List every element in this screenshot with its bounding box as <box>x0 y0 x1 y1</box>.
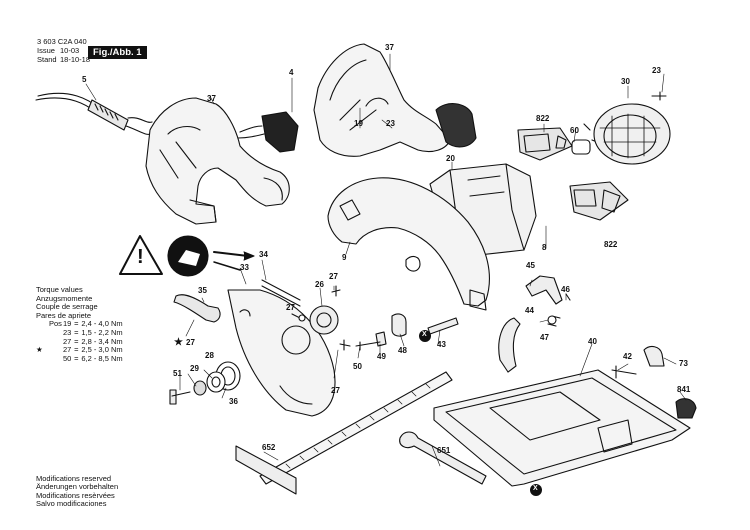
part-label-36: 36 <box>229 397 238 406</box>
part-label-34: 34 <box>259 250 268 259</box>
footer-line: Salvo modificaciones <box>36 499 107 509</box>
pin-43 <box>427 317 459 335</box>
washer-29 <box>193 380 207 396</box>
leader-lines <box>85 53 687 467</box>
screw-27b <box>339 339 351 351</box>
part-label-30: 30 <box>621 77 630 86</box>
depth-bracket <box>498 317 521 373</box>
part-label-44: 44 <box>525 306 534 315</box>
part-label-20: 20 <box>446 154 455 163</box>
wrench <box>399 431 487 485</box>
part-label-822: 822 <box>536 114 550 123</box>
footer-line: Modifications reserved <box>36 474 112 483</box>
part-label-5: 5 <box>82 75 87 84</box>
part-label-19: 19 <box>354 119 363 128</box>
footer-notes: Modifications reserved Änderungen vorbeh… <box>36 474 119 509</box>
part-label-27: 27 <box>331 386 340 395</box>
part-label-37: 37 <box>385 43 394 52</box>
footer-line: Modifications resèrvées <box>36 490 115 500</box>
screw-27a <box>331 285 341 297</box>
washer-28 <box>206 371 226 393</box>
part-label-23: 23 <box>386 119 395 128</box>
switch <box>261 111 299 153</box>
end-shield <box>593 103 671 165</box>
part-label-40: 40 <box>588 337 597 346</box>
part-label-4: 4 <box>289 68 294 77</box>
part-label-29: 29 <box>190 364 199 373</box>
torque-row: 50=6,2 - 8,5 Nm <box>63 353 123 363</box>
issue-value: 10-03 <box>60 46 80 55</box>
handle-housing-right <box>313 43 451 157</box>
part-label-42: 42 <box>623 352 632 361</box>
part-label-27: 27 <box>286 303 295 312</box>
torque-title-line: Couple de serrage <box>36 302 98 312</box>
brush-holder-upper <box>517 127 573 161</box>
part-label-73: 73 <box>679 359 688 368</box>
stand-label: Stand <box>37 55 57 64</box>
part-label-822: 822 <box>604 240 618 249</box>
part-label-50: 50 <box>353 362 362 371</box>
warning-exclamation: ! <box>137 246 144 268</box>
blade-guard <box>327 177 490 307</box>
torque-row: Pos19=2,4 - 4,0 Nm <box>49 319 123 329</box>
stand-value: 18-10-18 <box>60 55 91 64</box>
torque-row: ★27=2,5 - 3,0 Nm <box>36 345 123 355</box>
part-label-26: 26 <box>315 280 324 289</box>
part-label-27: 27 <box>186 338 195 347</box>
part-label-33: 33 <box>240 263 249 272</box>
part-label-48: 48 <box>398 346 407 355</box>
issue-label: Issue <box>37 46 55 55</box>
lever-45 <box>525 275 563 305</box>
footer-line: Änderungen vorbehalten <box>36 482 119 492</box>
flange <box>309 305 339 335</box>
parallel-guide <box>259 371 453 485</box>
part-label-37: 37 <box>207 94 216 103</box>
washer-49 <box>375 331 387 347</box>
lower-guard <box>227 289 336 417</box>
part-label-27: 27 <box>329 272 338 281</box>
bushing-48 <box>391 313 407 337</box>
screw-42 <box>611 365 637 379</box>
bearing-60 <box>571 139 591 155</box>
part-label-60: 60 <box>570 126 579 135</box>
x-marker-label: X <box>533 485 538 492</box>
wing-nut-73 <box>643 345 665 367</box>
handle-grip <box>435 103 477 148</box>
part-label-28: 28 <box>205 351 214 360</box>
torque-title-line: Anzugsmomente <box>36 293 93 303</box>
part-label-841: 841 <box>677 385 691 394</box>
torque-row: 27=2,8 - 3,4 Nm <box>63 336 123 346</box>
part-label-43: 43 <box>437 340 446 349</box>
doc-number: 3 603 C2A 040 <box>37 37 87 46</box>
part-label-652: 652 <box>262 443 276 452</box>
part-label-45: 45 <box>526 261 535 270</box>
knob-841 <box>675 398 697 419</box>
lever-35 <box>173 294 221 323</box>
part-label-8: 8 <box>542 243 547 252</box>
power-cord <box>37 92 99 109</box>
torque-title-line: Pares de apriete <box>36 310 92 320</box>
torque-title-line: Torque values <box>36 285 83 294</box>
torque-row: 23=1,5 - 2,2 Nm <box>63 327 123 337</box>
bolt-51 <box>169 389 191 405</box>
spring-34 <box>261 279 301 307</box>
part-label-51: 51 <box>173 369 182 378</box>
part-label-49: 49 <box>377 352 386 361</box>
warning-icon <box>119 235 163 275</box>
x-marker-label: X <box>422 331 427 338</box>
star-marker: ★ <box>174 337 183 348</box>
x-marker-icon <box>530 484 542 496</box>
part-label-47: 47 <box>540 333 549 342</box>
part-label-651: 651 <box>437 446 451 455</box>
figure-label: Fig./Abb. 1 <box>88 46 147 59</box>
part-label-46: 46 <box>561 285 570 294</box>
part-label-9: 9 <box>342 253 347 262</box>
part-label-23: 23 <box>652 66 661 75</box>
torque-legend: Torque values Anzugsmomente Couple de se… <box>36 285 123 363</box>
brush-holder-lower <box>569 181 629 221</box>
x-marker-icon <box>419 330 431 342</box>
part-label-35: 35 <box>198 286 207 295</box>
